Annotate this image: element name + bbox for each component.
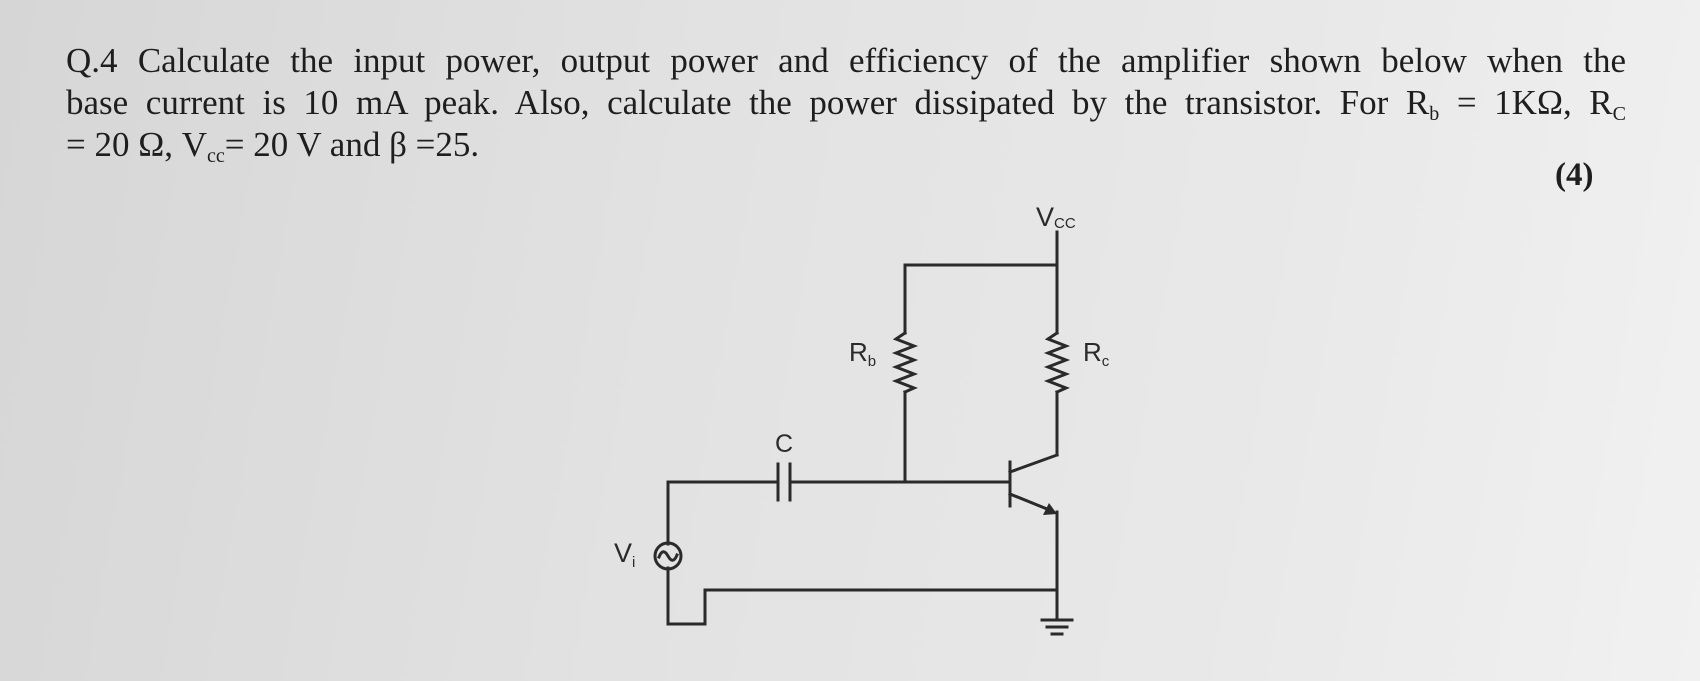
rb-subscript: b [1429,103,1440,125]
circuit-wires [666,230,1059,626]
rc-label-subscript: c [1102,353,1110,370]
question-line-2: base current is 10 mA peak. Also, calcul… [66,82,1626,124]
question-line-3-rest: = 20 V and β =25. [224,125,480,164]
ac-source-icon [653,541,683,571]
question-line-2-text: base current is 10 mA peak. Also, calcul… [66,83,1430,122]
rc-subscript: C [1612,103,1626,125]
rc-label: Rc [1083,337,1110,370]
question-text: Q.4 Calculate the input power, output po… [66,40,1626,166]
question-line-3: = 20 Ω, Vcc= 20 V and β =25. [66,124,1626,166]
rb-label-subscript: b [868,353,876,370]
question-line-3-rc-value: = 20 Ω, V [66,125,208,164]
capacitor-icon [776,462,792,502]
vcc-subscript: cc [207,145,225,167]
capacitor-label: C [775,430,793,458]
vcc-label-subscript: CC [1054,215,1076,232]
question-marks: (4) [1555,157,1594,193]
rb-label: Rb [849,337,876,370]
ground-icon [1040,618,1074,636]
npn-transistor-icon [1008,453,1059,515]
resistor-icon [1043,330,1071,394]
question-line-1: Q.4 Calculate the input power, output po… [66,41,1626,80]
question-line-2-rb-value: = 1KΩ, R [1439,83,1613,122]
vcc-label: VCC [1036,202,1076,232]
vi-label-subscript: i [632,554,635,571]
resistor-icon [891,330,919,394]
vi-label: Vi [614,538,635,571]
